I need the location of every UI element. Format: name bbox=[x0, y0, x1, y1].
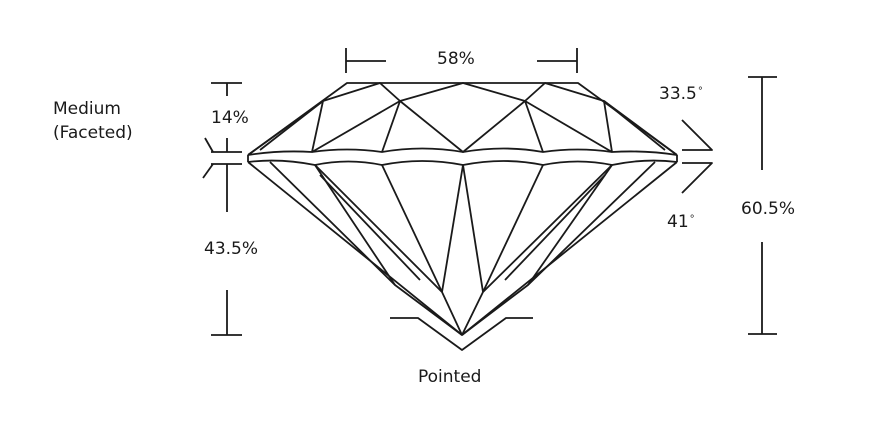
pavilion-angle: 41° bbox=[667, 212, 695, 232]
pavilion-depth-bracket bbox=[202, 163, 242, 336]
crown-height-bracket bbox=[204, 82, 242, 153]
degree-symbol: ° bbox=[689, 214, 695, 225]
pavilion-depth-percentage: 43.5% bbox=[204, 239, 259, 259]
girdle-label-line1: Medium bbox=[53, 99, 121, 119]
table-percentage: 58% bbox=[437, 49, 475, 69]
girdle-label-line2: (Faceted) bbox=[53, 123, 133, 143]
table-dimension-bracket bbox=[345, 48, 578, 73]
crown-angle-value: 33.5 bbox=[659, 84, 697, 104]
diamond-crown bbox=[247, 82, 678, 166]
culet-bracket bbox=[390, 317, 533, 351]
crown-angle: 33.5° bbox=[659, 84, 703, 104]
crown-height-percentage: 14% bbox=[211, 108, 249, 128]
degree-symbol: ° bbox=[697, 86, 703, 97]
total-depth-percentage: 60.5% bbox=[741, 199, 796, 219]
culet-label: Pointed bbox=[418, 367, 482, 387]
diamond-pavilion bbox=[247, 161, 678, 336]
angle-markers bbox=[681, 119, 713, 194]
total-depth-bracket bbox=[748, 76, 777, 335]
pavilion-angle-value: 41 bbox=[667, 212, 689, 232]
